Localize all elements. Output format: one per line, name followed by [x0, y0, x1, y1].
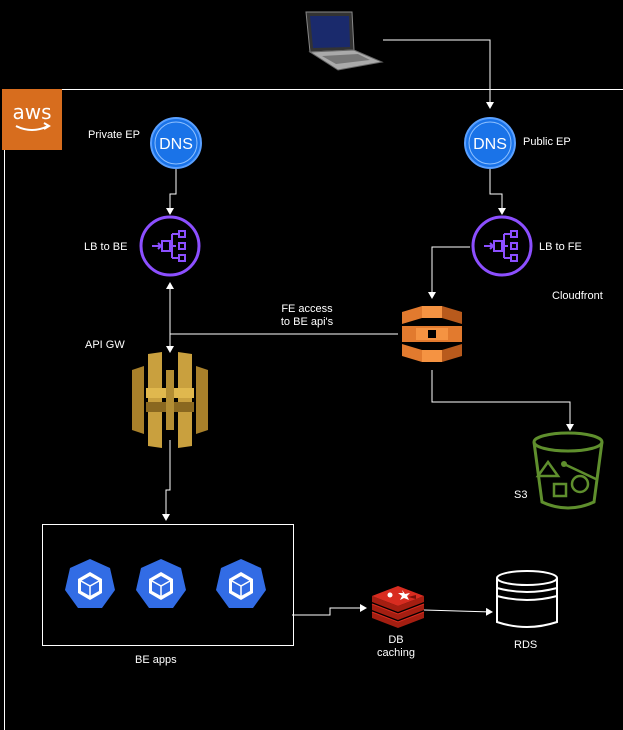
- fe-access-line2: to BE api's: [280, 316, 334, 328]
- kubernetes-pod-icon: [136, 559, 186, 608]
- lb-to-be-label: LB to BE: [84, 241, 128, 253]
- db-caching-line2: caching: [377, 647, 415, 659]
- edge-api-gw-to-be-apps: [162, 440, 171, 521]
- edge-public-dns-to-lb-fe: [489, 168, 506, 215]
- kubernetes-pod-icon: [216, 559, 266, 608]
- fe-access-label: FE access to BE api's: [270, 303, 344, 329]
- edge-lb-fe-to-cloudfront: [428, 246, 470, 299]
- public-ep-label: Public EP: [523, 136, 571, 148]
- kubernetes-pod-icon: [65, 559, 115, 608]
- dns-label-public: DNS: [473, 136, 507, 153]
- load-balancer-icon: [471, 215, 533, 277]
- api-gw-label: API GW: [85, 339, 125, 351]
- edge-private-dns-to-lb-be: [166, 168, 177, 215]
- architecture-diagram: DNS DNS: [65, 11, 604, 628]
- aws-logo-text: aws: [12, 100, 52, 124]
- edge-laptop-to-public-dns: [383, 39, 494, 109]
- db-caching-label: DB caching: [370, 634, 422, 660]
- db-caching-line1: DB: [388, 634, 404, 646]
- s3-bucket-icon: [532, 431, 604, 510]
- s3-label: S3: [514, 489, 528, 501]
- dns-icon: DNS: [150, 117, 202, 169]
- aws-cloud-boundary: [4, 89, 623, 730]
- fe-access-line1: FE access: [281, 303, 333, 315]
- cloudfront-label: Cloudfront: [552, 290, 603, 302]
- edge-be-apps-to-redis: [292, 604, 367, 616]
- rds-label: RDS: [514, 639, 538, 651]
- load-balancer-icon: [139, 215, 201, 277]
- aws-logo: aws: [2, 89, 62, 150]
- api-gateway-icon: [132, 352, 208, 448]
- dns-icon: DNS: [464, 117, 516, 169]
- database-cylinder-icon: [496, 570, 558, 628]
- cloudfront-icon: [402, 306, 462, 362]
- private-ep-label: Private EP: [88, 129, 140, 141]
- be-apps-label: BE apps: [135, 654, 177, 666]
- edge-cloudfront-to-s3: [431, 370, 574, 431]
- dns-label-private: DNS: [159, 136, 193, 153]
- redis-icon: [371, 586, 425, 628]
- lb-to-fe-label: LB to FE: [539, 241, 582, 253]
- be-apps-group-box: [42, 524, 294, 646]
- laptop-icon: [305, 11, 384, 71]
- edge-redis-to-rds: [423, 607, 493, 616]
